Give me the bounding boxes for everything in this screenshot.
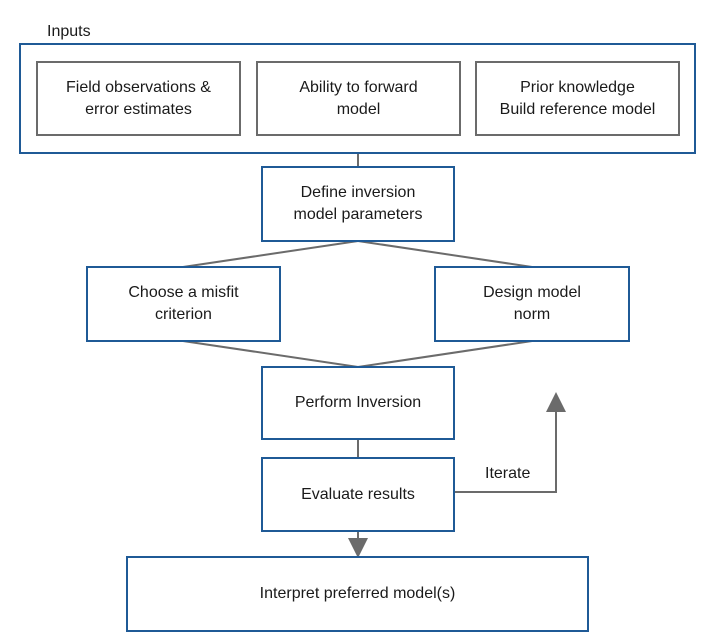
connector-iterate-loop [455,392,566,493]
input-box-prior-knowledge [475,61,680,136]
connector-norm-to-perform [357,340,533,368]
step-box-norm [434,266,630,342]
input-label-prior-knowledge: Prior knowledge Build reference model [499,78,656,118]
step-label-norm: Design model norm [483,284,581,323]
step-box-evaluate [261,457,455,532]
connector-misfit-to-perform [182,340,359,368]
inputs-group-frame [19,43,696,154]
step-box-misfit [86,266,281,342]
step-label-perform: Perform Inversion [294,394,422,411]
input-label-field-observations: Field observations & error estimates [66,78,211,118]
connector-define-to-misfit [182,240,359,268]
step-box-perform [261,366,455,440]
step-label-define: Define inversion model parameters [293,184,423,223]
inputs-group-title: Inputs [47,23,91,40]
step-label-evaluate: Evaluate results [301,485,415,503]
step-label-interpret: Interpret preferred model(s) [259,585,456,602]
input-box-field-observations [36,61,241,136]
iterate-loop-label: Iterate [485,465,531,482]
step-box-define [261,166,455,242]
step-box-interpret [126,556,589,632]
step-label-misfit: Choose a misfit criterion [128,284,239,323]
input-label-forward-model: Ability to forward model [299,78,418,118]
connector-define-to-norm [357,240,533,268]
input-box-forward-model [256,61,461,136]
connectors [182,153,566,558]
